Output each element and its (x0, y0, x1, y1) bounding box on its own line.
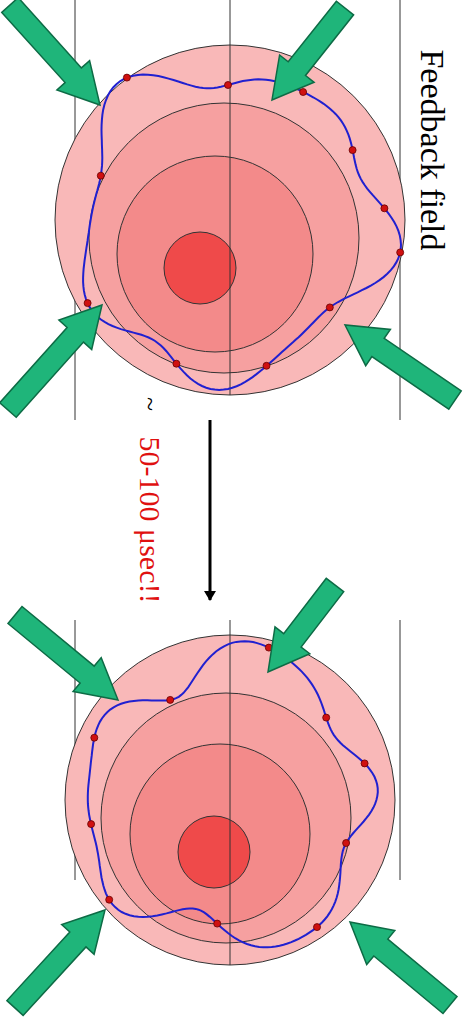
particle-dot (349, 147, 356, 154)
particle-dot (97, 172, 104, 179)
particle-dot (343, 840, 350, 847)
feedback-arrow (345, 325, 461, 409)
particle-dot (326, 304, 333, 311)
particle-dot (397, 249, 404, 256)
particle-dot (167, 696, 174, 703)
particle-dot (314, 924, 321, 931)
time-label: 50-100 μsec!! (135, 437, 165, 604)
feedback-arrow (272, 1, 354, 100)
particle-dot (263, 362, 270, 369)
particle-dot (381, 205, 388, 212)
particle-dot (225, 82, 232, 89)
field-label: Feedback field (415, 49, 449, 250)
plasma-cross-section (65, 620, 400, 965)
particle-dot (300, 89, 307, 96)
particle-dot (323, 714, 330, 721)
feedback-arrow (2, 0, 100, 105)
feedback-arrow (268, 578, 344, 672)
plasma-cross-section (55, 0, 405, 420)
feedback-arrow (8, 607, 118, 701)
feedback-arrow (7, 910, 105, 1015)
particle-dot (91, 734, 98, 741)
approx-sign: ~ (137, 397, 163, 411)
particle-dot (106, 896, 113, 903)
feedback-arrow (350, 922, 457, 1014)
time-arrow (209, 420, 212, 600)
particle-dot (361, 760, 368, 767)
particle-dot (173, 360, 180, 367)
particle-dot (88, 821, 95, 828)
particle-dot (84, 300, 91, 307)
feedback-arrow (0, 305, 102, 417)
particle-dot (214, 920, 221, 927)
particle-dot (123, 74, 130, 81)
